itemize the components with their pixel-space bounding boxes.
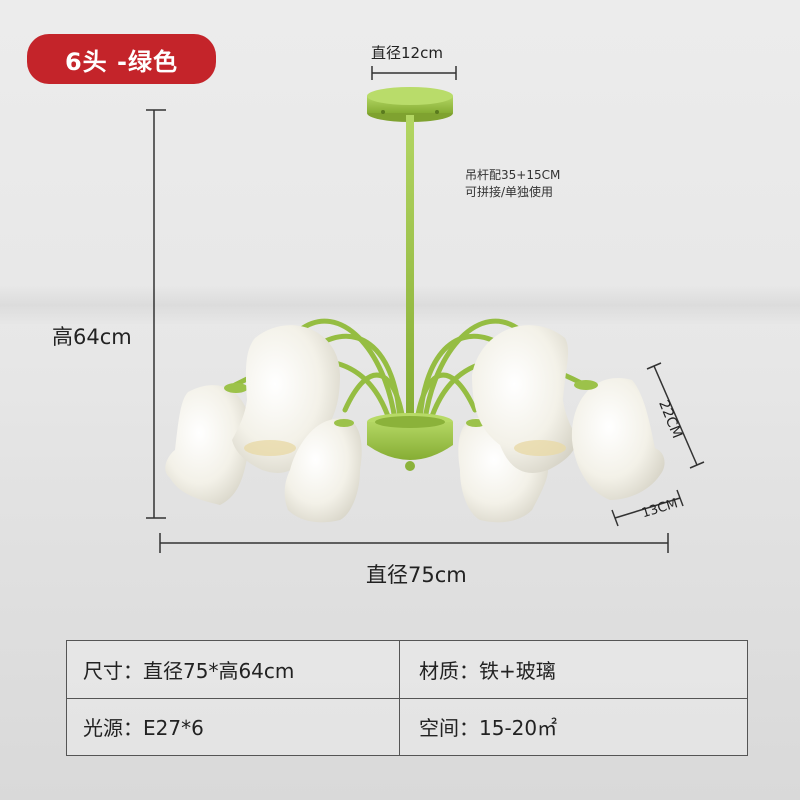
ceiling-canopy bbox=[367, 87, 453, 122]
shade-width-dimension-line bbox=[611, 489, 684, 527]
rod-note: 吊杆配35+15CM 可拼接/单独使用 bbox=[465, 167, 560, 201]
down-rod bbox=[406, 115, 414, 420]
shade-left-front bbox=[284, 418, 362, 523]
rod-note-line2: 可拼接/单独使用 bbox=[465, 185, 554, 199]
spec-space: 空间：15-20㎡ bbox=[419, 716, 558, 740]
shade-far-right bbox=[571, 378, 665, 500]
specs-table: 尺寸：直径75*高64cm 材质：铁+玻璃 光源：E27*6 空间：15-20㎡ bbox=[66, 640, 748, 756]
wall-floor-edge bbox=[0, 285, 800, 325]
diameter-label: 直径75cm bbox=[366, 563, 467, 587]
specs-row-2: 光源：E27*6 空间：15-20㎡ bbox=[67, 698, 747, 755]
shade-far-left bbox=[165, 383, 251, 505]
variant-badge: 6头 -绿色 bbox=[27, 34, 216, 84]
canopy-diameter-label: 直径12cm bbox=[371, 44, 443, 62]
spec-light-source: 光源：E27*6 bbox=[83, 716, 204, 740]
variant-badge-text: 6头 -绿色 bbox=[64, 47, 178, 76]
shade-right-center bbox=[472, 325, 578, 473]
spec-size: 尺寸：直径75*高64cm bbox=[83, 659, 295, 683]
spec-material: 材质：铁+玻璃 bbox=[419, 659, 556, 683]
diameter-dimension-line bbox=[159, 533, 669, 553]
rod-note-line1: 吊杆配35+15CM bbox=[465, 168, 561, 182]
height-dimension-line bbox=[146, 109, 166, 519]
specs-row-1: 尺寸：直径75*高64cm 材质：铁+玻璃 bbox=[67, 641, 747, 699]
center-body bbox=[367, 413, 453, 471]
canopy-dimension-line bbox=[371, 66, 457, 80]
shade-height-dimension-line bbox=[646, 362, 705, 469]
height-label: 高64cm bbox=[52, 325, 132, 349]
